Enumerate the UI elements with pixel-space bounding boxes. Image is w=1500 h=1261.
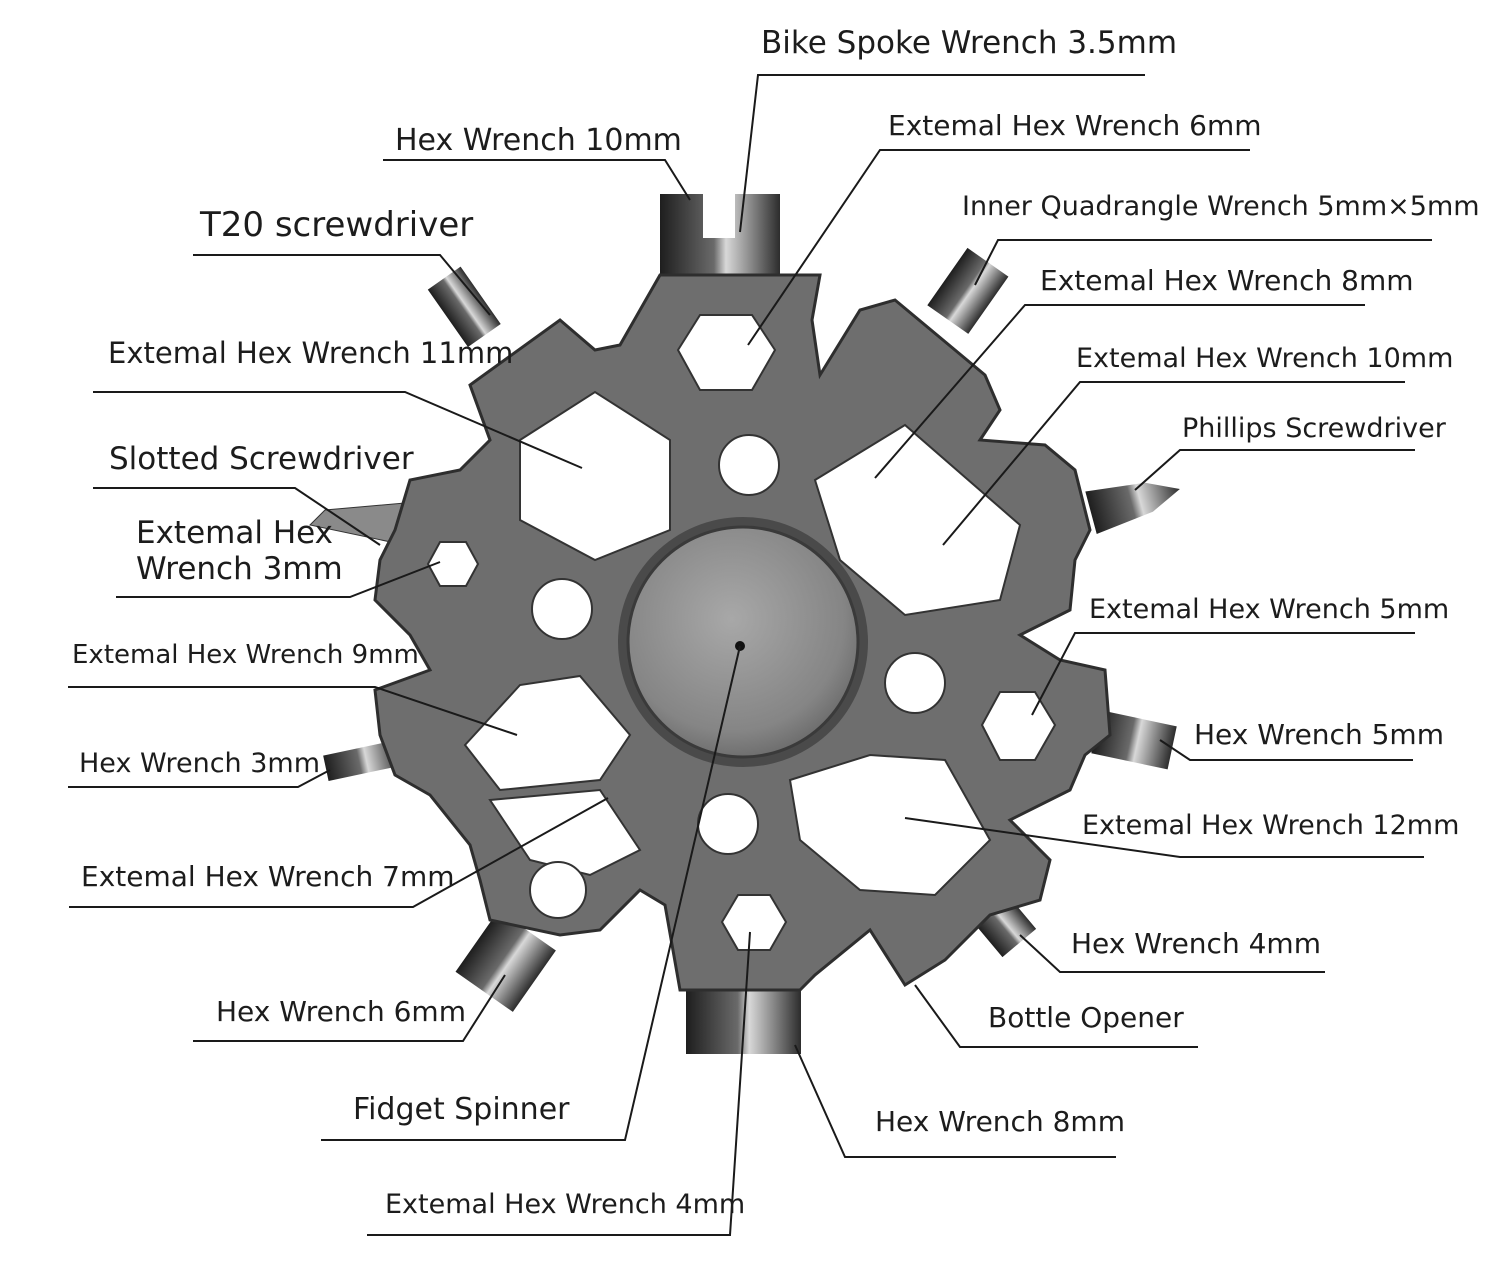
hex-wrench-6-bit <box>455 910 556 1012</box>
label-inner-quadrangle-wrench: Inner Quadrangle Wrench 5mm×5mm <box>962 191 1480 222</box>
hex-12mm-cutout <box>788 753 992 897</box>
hex-wrench-3-bit <box>323 740 402 782</box>
tool-bits <box>308 194 1180 1054</box>
label-fidget-spinner: Fidget Spinner <box>353 1092 570 1127</box>
labels: Bike Spoke Wrench 3.5mm Hex Wrench 10mm … <box>72 25 1480 1220</box>
hex-6mm-cutout <box>676 314 777 391</box>
label-external-hex-wrench-7mm: Extemal Hex Wrench 7mm <box>81 860 455 893</box>
round-hole-lower-left <box>529 861 587 919</box>
hex-9mm-cutout <box>463 674 632 792</box>
label-external-hex-wrench-12mm: Extemal Hex Wrench 12mm <box>1082 810 1459 841</box>
label-external-hex-wrench-3mm-line2: Wrench 3mm <box>136 551 343 587</box>
label-external-hex-wrench-8mm: Extemal Hex Wrench 8mm <box>1040 264 1414 297</box>
label-external-hex-wrench-10mm: Extemal Hex Wrench 10mm <box>1076 343 1453 374</box>
t20-bit <box>427 266 501 347</box>
hex-wrench-5-bit <box>1091 710 1177 770</box>
hex-3mm-cutout <box>426 541 480 587</box>
label-slotted-screwdriver: Slotted Screwdriver <box>109 441 414 477</box>
label-hex-wrench-3mm: Hex Wrench 3mm <box>79 748 320 779</box>
label-hex-wrench-10mm: Hex Wrench 10mm <box>395 123 682 158</box>
label-bike-spoke-wrench: Bike Spoke Wrench 3.5mm <box>761 25 1177 61</box>
tool-body <box>373 273 1112 992</box>
label-hex-wrench-4mm: Hex Wrench 4mm <box>1071 927 1321 960</box>
hex-4mm-cutout <box>720 894 788 951</box>
label-t20-screwdriver: T20 screwdriver <box>199 205 473 245</box>
label-external-hex-wrench-9mm: Extemal Hex Wrench 9mm <box>72 640 419 670</box>
hex-8-10mm-cutout <box>813 423 1022 617</box>
label-phillips-screwdriver: Phillips Screwdriver <box>1182 413 1447 444</box>
hex-11mm-cutout <box>519 390 671 562</box>
phillips-bit <box>1085 482 1180 535</box>
hex-7mm-cutout <box>488 788 642 877</box>
label-bottle-opener: Bottle Opener <box>988 1001 1184 1034</box>
round-hole-right <box>884 652 946 714</box>
label-hex-wrench-5mm: Hex Wrench 5mm <box>1194 718 1444 751</box>
inner-quadrangle-bit <box>927 247 1009 334</box>
round-hole-left <box>531 578 593 640</box>
label-external-hex-wrench-11mm: Extemal Hex Wrench 11mm <box>108 336 513 370</box>
round-hole-top <box>718 434 780 496</box>
label-hex-wrench-6mm: Hex Wrench 6mm <box>216 995 466 1028</box>
label-external-hex-wrench-5mm: Extemal Hex Wrench 5mm <box>1089 594 1449 625</box>
label-external-hex-wrench-3mm-line1: Extemal Hex <box>136 515 333 551</box>
label-external-hex-wrench-6mm: Extemal Hex Wrench 6mm <box>888 109 1262 142</box>
round-hole-bottom <box>697 793 759 855</box>
leader-lines <box>68 74 1432 1236</box>
label-hex-wrench-8mm: Hex Wrench 8mm <box>875 1105 1125 1138</box>
label-external-hex-wrench-4mm: Extemal Hex Wrench 4mm <box>385 1189 745 1220</box>
bike-spoke-wrench-slot <box>703 194 735 238</box>
hex-5mm-cutout <box>980 691 1057 761</box>
